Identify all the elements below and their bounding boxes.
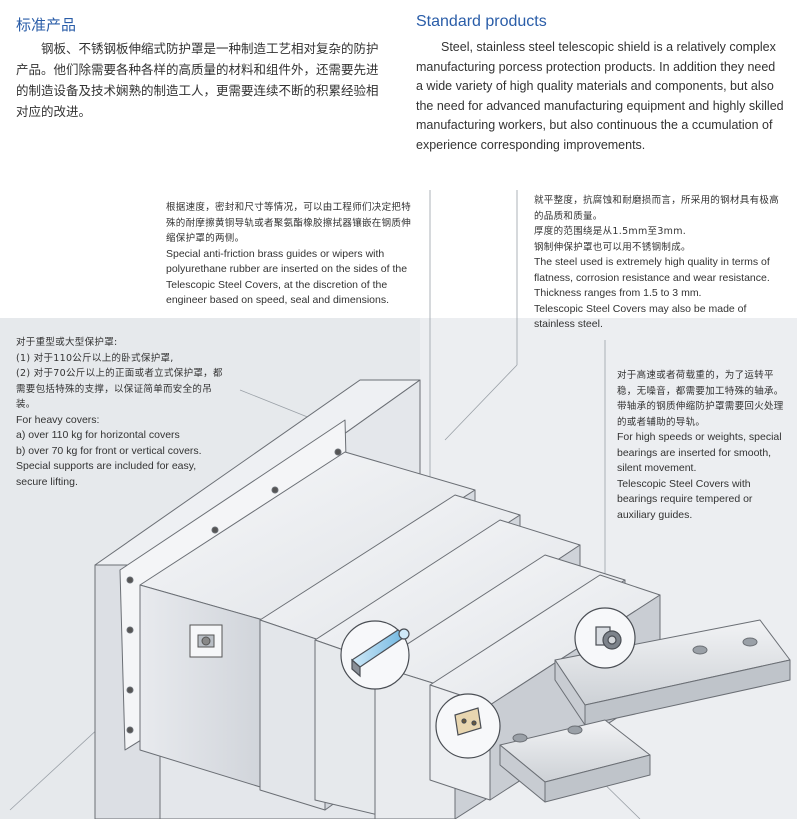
title-en: Standard products — [416, 13, 547, 30]
detail-brass-guide-circle — [435, 693, 501, 759]
title-cn: 标准产品 — [16, 16, 77, 34]
note-heavy-en-4: Special supports are included for easy, … — [16, 460, 197, 488]
note-steel-cn-3: 钢制伸保护罩也可以用不锈钢制成。 — [534, 241, 691, 253]
telescopic-cover-illustration — [0, 190, 797, 819]
note-steel-en-2: Thickness ranges from 1.5 to 3 mm. — [534, 287, 702, 299]
detail-wiper-circle — [340, 620, 410, 690]
note-heavy-en-2: a) over 110 kg for horizontal covers — [16, 429, 180, 441]
note-heavy-cn-1: 对于重型或大型保护罩: — [16, 337, 118, 348]
note-bearings-cn-1: 对于高速或者荷载重的，为了运转平稳，无噪音，都需要加工特殊的轴承。 — [617, 370, 784, 397]
note-steel-en-1: The steel used is extremely high quality… — [534, 256, 770, 284]
note-heavy-cn-3: (2) 对于70公斤以上的正面或者立式保护罩，都需要包括特殊的支撑，以保证简单而… — [16, 368, 223, 410]
note-guides: 根据速度，密封和尺寸等情况，可以由工程师们决定把特殊的耐摩擦黄铜导轨或者聚氨酯橡… — [166, 200, 416, 309]
guide-rail-lower — [499, 719, 651, 803]
lifting-support-bolt — [189, 624, 223, 658]
guide-rail-upper — [554, 619, 791, 726]
note-guides-en: Special anti-friction brass guides or wi… — [166, 247, 408, 307]
intro-en: Steel, stainless steel telescopic shield… — [416, 40, 784, 152]
detail-bearing-circle — [574, 607, 636, 669]
note-guides-cn: 根据速度，密封和尺寸等情况，可以由工程师们决定把特殊的耐摩擦黄铜导轨或者聚氨酯橡… — [166, 202, 412, 244]
note-bearings-cn-2: 带轴承的钢质伸缩防护罩需要回火处理的或者辅助的导轨。 — [617, 401, 784, 428]
note-bearings-en-1: For high speeds or weights, special bear… — [617, 431, 782, 474]
note-heavy-cn-2: (1) 对于110公斤以上的卧式保护罩, — [16, 352, 174, 364]
note-steel: 就平整度，抗腐蚀和耐磨损而言，所采用的钢材具有极高的品质和质量。 厚度的范围绕是… — [534, 193, 784, 333]
intro-cn: 钢板、不锈钢板伸缩式防护罩是一种制造工艺相对复杂的防护产品。他们除需要各种各样的… — [16, 41, 379, 119]
note-heavy-en-1: For heavy covers: — [16, 413, 100, 426]
note-heavy-en-3: b) over 70 kg for front or vertical cove… — [16, 444, 202, 457]
note-bearings: 对于高速或者荷载重的，为了运转平稳，无噪音，都需要加工特殊的轴承。 带轴承的钢质… — [617, 368, 785, 523]
note-bearings-en-2: Telescopic Steel Covers with bearings re… — [617, 477, 753, 521]
note-heavy: 对于重型或大型保护罩: (1) 对于110公斤以上的卧式保护罩, (2) 对于7… — [16, 335, 228, 490]
note-steel-en-3: Telescopic Steel Covers may also be made… — [534, 302, 747, 331]
note-steel-cn-1: 就平整度，抗腐蚀和耐磨损而言，所采用的钢材具有极高的品质和质量。 — [534, 195, 780, 222]
note-steel-cn-2: 厚度的范围绕是从1.5mm至3mm. — [534, 226, 687, 237]
